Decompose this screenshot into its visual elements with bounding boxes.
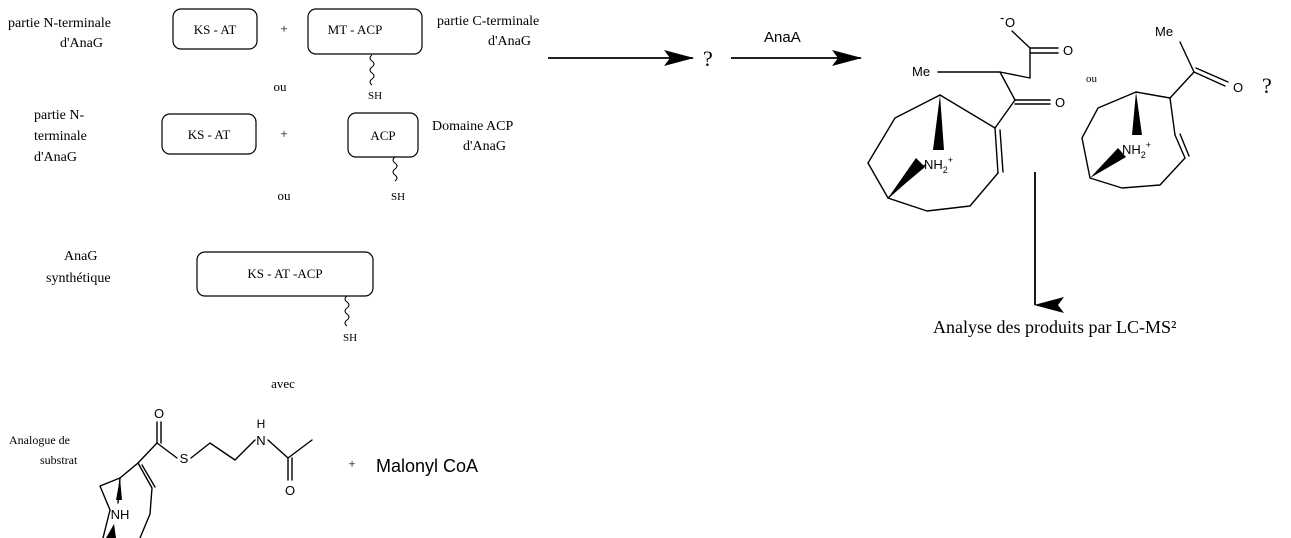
product2-structure: Me O NH2+ xyxy=(1081,24,1243,189)
option1-sh: SH xyxy=(368,90,382,102)
product1-amine: NH2+ xyxy=(924,155,953,175)
option3-left-label-line2: synthétique xyxy=(46,271,111,286)
option2-wavy-bond xyxy=(392,156,398,182)
product1-ketone-o: O xyxy=(1055,95,1065,110)
option3-left-label-line1: AnaG xyxy=(64,249,97,264)
ou-label-1: ou xyxy=(274,79,288,94)
products-ou: ou xyxy=(1086,73,1098,85)
substrate-analog: Analogue de substrat O S H N O NH + Malo… xyxy=(9,406,478,538)
option2-sh: SH xyxy=(391,191,405,203)
substrate-atom-h: H xyxy=(257,417,266,431)
substrate-atom-s: S xyxy=(180,451,189,466)
option2-right-label-line2: d'AnaG xyxy=(463,139,506,154)
product1-structure: - O O Me O NH2+ xyxy=(867,10,1073,212)
product1-o-double: O xyxy=(1063,43,1073,58)
product2-ketone-o: O xyxy=(1233,80,1243,95)
substrate-atom-o-bottom: O xyxy=(285,483,295,498)
substrate-atom-n: N xyxy=(256,433,265,448)
option1-plus: + xyxy=(280,21,287,36)
question-mark-intermediate: ? xyxy=(703,46,713,71)
question-mark-products: ? xyxy=(1262,73,1272,98)
analysis-label: Analyse des produits par LC-MS² xyxy=(933,317,1176,337)
option2-box-acp xyxy=(347,112,419,158)
option2-group: partie N- terminale d'AnaG KS - AT + ACP… xyxy=(34,108,513,203)
option2-box-acp-label: ACP xyxy=(370,128,395,143)
option1-right-label-line1: partie C-terminale xyxy=(437,14,539,29)
product1-o-minus: O xyxy=(1005,15,1015,30)
option1-group: partie N-terminale d'AnaG KS - AT + MT -… xyxy=(8,8,539,102)
option2-box-ks-at-label: KS - AT xyxy=(188,127,231,142)
option2-left-label-line2: terminale xyxy=(34,129,87,144)
option1-right-label-line2: d'AnaG xyxy=(488,34,531,49)
substrate-atom-nh: NH xyxy=(111,507,130,522)
product2-wedge-bottom xyxy=(1090,148,1126,178)
option2-plus: + xyxy=(280,126,287,141)
option1-left-label-line2: d'AnaG xyxy=(60,36,103,51)
malonyl-coa: Malonyl CoA xyxy=(376,456,478,476)
substrate-atom-o-top: O xyxy=(154,406,164,421)
product1-me: Me xyxy=(912,64,930,79)
option2-left-label-line3: d'AnaG xyxy=(34,150,77,165)
option3-group: AnaG synthétique KS - AT -ACP SH xyxy=(46,249,374,344)
option3-sh: SH xyxy=(343,332,357,344)
product2-me: Me xyxy=(1155,24,1173,39)
product1-wedge-top xyxy=(933,95,944,150)
option3-wavy-bond xyxy=(344,295,350,327)
ou-label-2: ou xyxy=(278,188,292,203)
product2-wedge-top xyxy=(1132,92,1142,135)
option1-box-mt-acp-label: MT - ACP xyxy=(328,22,383,37)
option1-wavy-bond xyxy=(369,54,375,86)
product1-charge: - xyxy=(1000,10,1004,25)
option2-box-ks-at xyxy=(161,113,257,155)
avec-label: avec xyxy=(271,376,295,391)
product2-amine: NH2+ xyxy=(1122,140,1151,160)
product1-wedge-bottom xyxy=(888,158,925,198)
option1-box-ks-at xyxy=(172,8,258,50)
enzyme-label: AnaA xyxy=(764,29,801,46)
option2-right-label-line1: Domaine ACP xyxy=(432,119,513,134)
option2-left-label-line1: partie N- xyxy=(34,108,84,123)
substrate-bond-carbonyl xyxy=(137,442,158,464)
substrate-label-line2: substrat xyxy=(40,453,78,467)
substrate-wedge xyxy=(116,478,122,500)
option1-left-label-line1: partie N-terminale xyxy=(8,16,111,31)
substrate-label-line1: Analogue de xyxy=(9,433,70,447)
option3-box-ks-at-acp xyxy=(196,251,374,297)
option3-box-label: KS - AT -ACP xyxy=(247,266,322,281)
substrate-plus: + xyxy=(348,456,355,471)
option1-box-mt-acp xyxy=(307,8,423,55)
option1-box-ks-at-label: KS - AT xyxy=(194,22,237,37)
